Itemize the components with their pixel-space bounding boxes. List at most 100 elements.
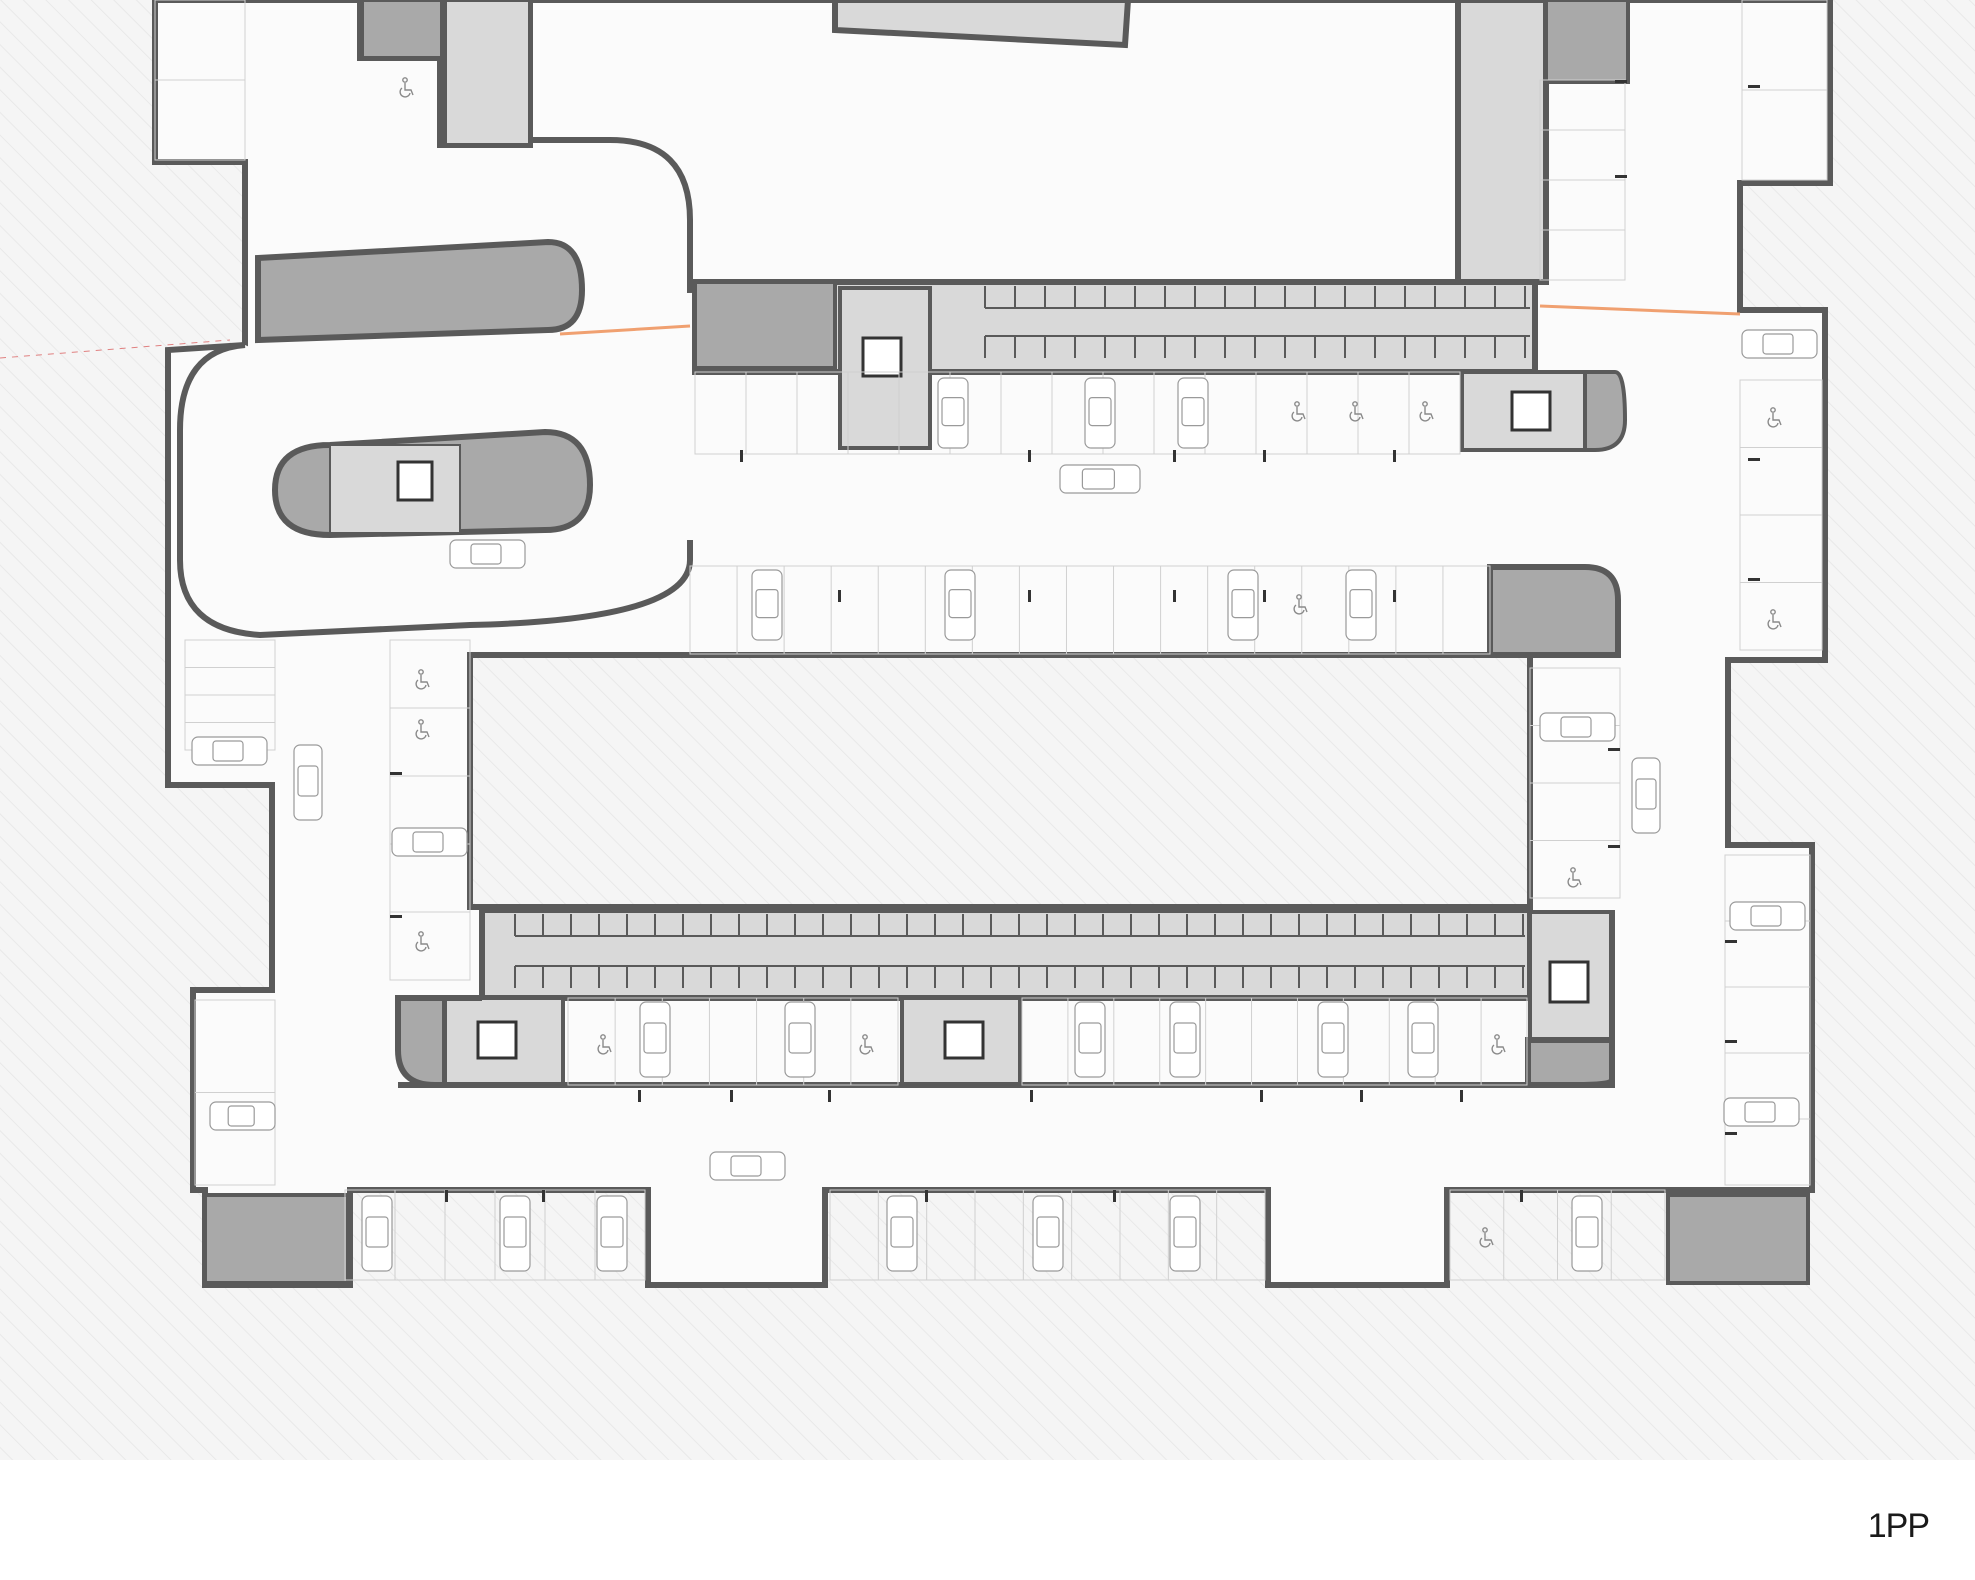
- level-label: 1PP: [1867, 1507, 1930, 1545]
- wheelchair-icon: [1491, 1034, 1506, 1055]
- column-marker: [1608, 845, 1620, 848]
- wheelchair-icon: [1567, 867, 1582, 888]
- wheelchair-icon: [1291, 401, 1306, 422]
- wheelchair-icon: [1767, 407, 1782, 428]
- car-window: [643, 1022, 667, 1054]
- top-right-lift: [1510, 390, 1552, 432]
- car-window: [1560, 716, 1592, 738]
- ramp-line-orange-left: [559, 324, 691, 336]
- column-marker: [730, 1090, 733, 1102]
- wheelchair-icon: [415, 931, 430, 952]
- column-marker: [1460, 1090, 1463, 1102]
- column-marker: [925, 1190, 928, 1202]
- top-left-lift: [861, 336, 903, 378]
- parking-bay-row: [829, 1189, 1266, 1281]
- car-window: [1635, 778, 1657, 810]
- car-icon: [293, 744, 323, 821]
- car-icon: [1169, 1001, 1201, 1078]
- car-icon: [709, 1151, 786, 1181]
- column-marker: [1608, 748, 1620, 751]
- car-icon: [1169, 1195, 1201, 1272]
- column-marker: [1393, 590, 1396, 602]
- car-window: [890, 1216, 914, 1248]
- car-window: [1078, 1022, 1102, 1054]
- car-icon: [1345, 569, 1377, 641]
- wheelchair-icon: [399, 77, 414, 98]
- car-window: [1744, 1101, 1776, 1123]
- column-marker: [1748, 85, 1760, 88]
- wheelchair-icon: [1479, 1227, 1494, 1248]
- lower-right-core: [1525, 1037, 1615, 1088]
- column-marker: [1725, 940, 1737, 943]
- wheelchair-icon: [859, 1034, 874, 1055]
- wheelchair-icon: [1419, 401, 1434, 422]
- column-marker: [1113, 1190, 1116, 1202]
- car-icon: [944, 569, 976, 641]
- column-marker: [1725, 1132, 1737, 1135]
- column-marker: [1615, 175, 1627, 178]
- top-storage-core: [693, 280, 837, 370]
- column-marker: [542, 1190, 545, 1202]
- lower-ramp-lobe: [255, 238, 586, 344]
- car-window: [1173, 1022, 1197, 1054]
- ramp-line-orange-right: [1539, 304, 1741, 316]
- car-window: [1088, 397, 1112, 427]
- wheelchair-icon: [1293, 594, 1308, 615]
- column-marker: [445, 1190, 448, 1202]
- parking-bay-row: [1021, 997, 1528, 1086]
- column-marker: [1173, 590, 1176, 602]
- car-icon: [361, 1195, 393, 1272]
- car-window: [212, 740, 244, 762]
- upper-left-core: [360, 0, 444, 60]
- wheelchair-icon: [415, 669, 430, 690]
- car-window: [503, 1216, 527, 1248]
- car-window: [227, 1105, 255, 1127]
- car-window: [941, 397, 965, 427]
- column-marker: [390, 915, 402, 918]
- column-marker: [1028, 450, 1031, 462]
- column-marker: [1393, 450, 1396, 462]
- car-window: [297, 765, 319, 797]
- left-core-lift: [396, 460, 434, 502]
- lower-mid-lift: [943, 1020, 985, 1060]
- upper-right-column: [1455, 0, 1549, 285]
- wheelchair-icon: [1767, 609, 1782, 630]
- curved-ramp-wall: [530, 137, 1451, 294]
- column-marker: [1360, 1090, 1363, 1102]
- car-window: [1349, 588, 1373, 619]
- car-icon: [449, 539, 526, 569]
- car-window: [470, 543, 502, 565]
- car-window: [1173, 1216, 1197, 1248]
- parking-bay-row: [567, 997, 899, 1086]
- car-icon: [1227, 569, 1259, 641]
- column-marker: [1615, 80, 1627, 83]
- column-marker: [1260, 1090, 1263, 1102]
- bottom-storage-strip: [479, 907, 1533, 1001]
- car-icon: [1317, 1001, 1349, 1078]
- storage-slots-top: [984, 286, 1530, 358]
- bottom-right-corner-core: [1666, 1193, 1810, 1285]
- car-icon: [1723, 1097, 1800, 1127]
- mid-row-right-core: [1487, 564, 1621, 658]
- left-core-stair: [329, 444, 461, 534]
- storage-slots-bottom: [514, 914, 1525, 988]
- inner-courtyard-void: [467, 652, 1533, 910]
- column-marker: [1263, 450, 1266, 462]
- parking-bay-row: [694, 371, 1461, 455]
- wheelchair-icon: [1349, 401, 1364, 422]
- car-window: [755, 588, 779, 619]
- column-marker: [1030, 1090, 1033, 1102]
- parking-bay-column: [1724, 854, 1811, 1186]
- parking-bay-row: [689, 565, 1491, 655]
- car-icon: [1059, 464, 1141, 494]
- car-window: [1181, 397, 1205, 427]
- section-line-left: [0, 339, 231, 359]
- car-window: [1411, 1022, 1435, 1054]
- car-icon: [391, 827, 468, 857]
- column-marker: [638, 1090, 641, 1102]
- column-marker: [838, 590, 841, 602]
- wheelchair-icon: [597, 1034, 612, 1055]
- accessible-space-symbols: [399, 77, 1782, 1248]
- upper-core-block: [832, 0, 1132, 49]
